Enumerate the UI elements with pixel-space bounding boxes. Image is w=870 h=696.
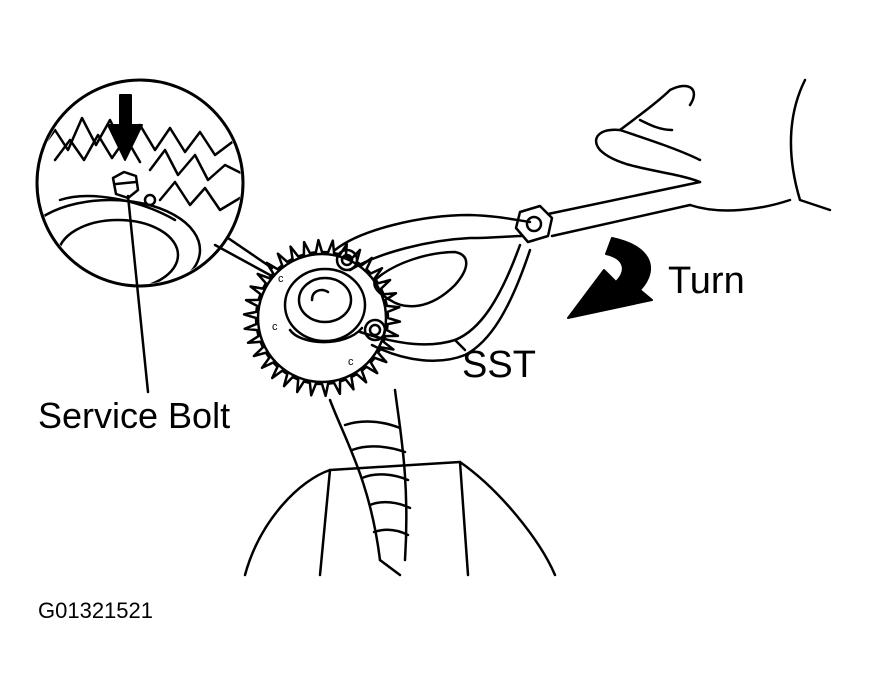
figure-code: G01321521 [38,598,153,623]
magnifier-leader [213,243,272,277]
svg-text:c: c [348,356,354,368]
sst-leader-line [453,338,467,352]
housing-bracket [243,460,557,577]
camshaft-gear: c c c [242,238,402,398]
turn-label: Turn [668,260,745,302]
down-arrow-icon [107,94,143,161]
magnifier-leader-2 [226,236,274,270]
sst-tool [333,180,702,362]
hand [594,78,832,212]
service-bolt-label: Service Bolt [38,395,231,436]
camshaft-cable [328,388,412,562]
detail-magnifier [35,78,245,288]
svg-text:c: c [278,273,284,285]
service-bolt-leader [126,194,150,394]
svg-text:c: c [272,321,278,333]
sst-label: SST [462,344,536,386]
curved-turn-arrow-icon [567,237,653,319]
